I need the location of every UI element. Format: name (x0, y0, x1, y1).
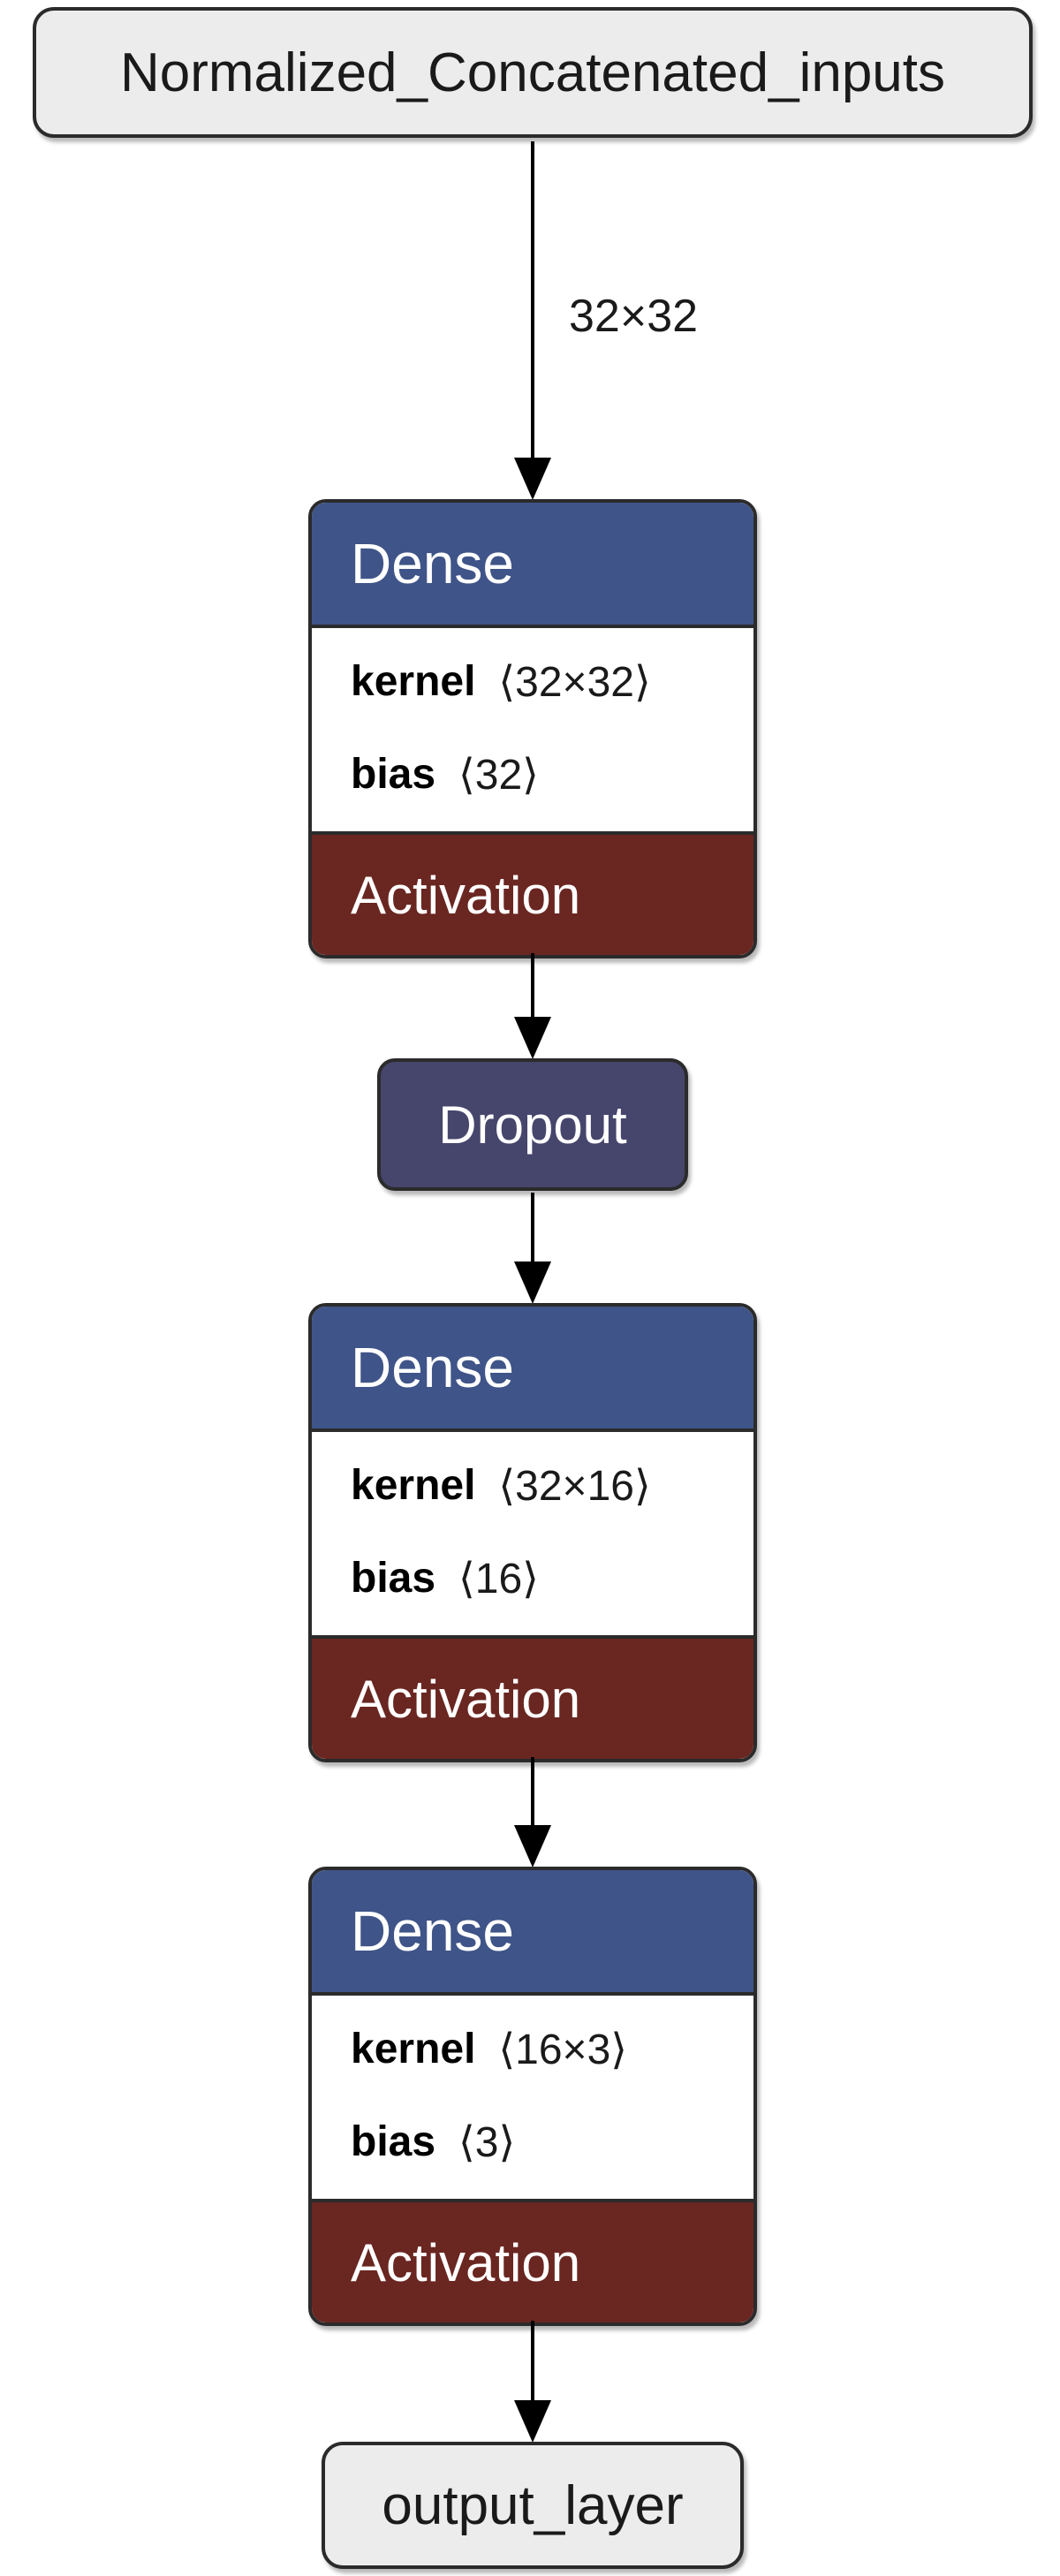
dense-layer-title: Dense (351, 1336, 514, 1399)
param-name: kernel (351, 1462, 476, 1509)
param-shape: ⟨16⟩ (458, 1555, 539, 1602)
param-shape: ⟨32×32⟩ (498, 658, 651, 706)
dense-layer-title: Dense (351, 1899, 514, 1963)
edge-shape-label: 32×32 (569, 291, 699, 342)
dense-layer-header: Dense (312, 1307, 753, 1432)
param-name: kernel (351, 658, 476, 705)
param-name: bias (351, 1555, 436, 1602)
activation-label: Activation (351, 2232, 581, 2292)
param-shape: ⟨16×3⟩ (498, 2026, 627, 2073)
param-name: bias (351, 2118, 436, 2165)
edge-arrow-shaft (531, 1757, 534, 1828)
edge-arrow-shaft (531, 953, 534, 1019)
output-node[interactable]: output_layer (322, 2442, 744, 2569)
param-row-bias: bias ⟨3⟩ (351, 2095, 753, 2188)
param-shape: ⟨32⟩ (458, 751, 539, 799)
param-row-kernel: kernel ⟨32×32⟩ (351, 635, 753, 728)
arrowhead-down-icon (514, 1017, 551, 1059)
dense-layer-1[interactable]: Dense kernel ⟨32×32⟩ bias ⟨32⟩ Activatio… (308, 499, 757, 958)
dense-layer-title: Dense (351, 532, 514, 595)
edge-arrow-shaft (531, 141, 534, 461)
activation-label: Activation (351, 1669, 581, 1729)
arrowhead-down-icon (514, 1261, 551, 1304)
arrowhead-down-icon (514, 1825, 551, 1868)
edge-arrow-shaft (531, 2321, 534, 2402)
edge-arrow-shaft (531, 1193, 534, 1263)
dense-layer-header: Dense (312, 1870, 753, 1996)
dense-layer-params: kernel ⟨16×3⟩ bias ⟨3⟩ (312, 1996, 753, 2202)
param-name: bias (351, 751, 436, 798)
input-node[interactable]: Normalized_Concatenated_inputs (33, 7, 1033, 138)
dense-layer-2[interactable]: Dense kernel ⟨32×16⟩ bias ⟨16⟩ Activatio… (308, 1303, 757, 1762)
param-row-bias: bias ⟨16⟩ (351, 1532, 753, 1625)
activation-label: Activation (351, 865, 581, 925)
dropout-node[interactable]: Dropout (377, 1058, 688, 1191)
param-shape: ⟨3⟩ (458, 2118, 516, 2166)
activation-footer: Activation (312, 2202, 753, 2322)
param-row-bias: bias ⟨32⟩ (351, 728, 753, 821)
param-row-kernel: kernel ⟨16×3⟩ (351, 2003, 753, 2095)
dense-layer-header: Dense (312, 503, 753, 628)
dense-layer-3[interactable]: Dense kernel ⟨16×3⟩ bias ⟨3⟩ Activation (308, 1867, 757, 2326)
arrowhead-down-icon (514, 2400, 551, 2443)
param-row-kernel: kernel ⟨32×16⟩ (351, 1439, 753, 1532)
arrowhead-down-icon (514, 458, 551, 500)
dropout-label: Dropout (438, 1095, 627, 1155)
input-node-label: Normalized_Concatenated_inputs (119, 42, 946, 103)
param-name: kernel (351, 2026, 476, 2072)
output-node-label: output_layer (382, 2474, 684, 2536)
param-shape: ⟨32×16⟩ (498, 1462, 651, 1510)
dense-layer-params: kernel ⟨32×32⟩ bias ⟨32⟩ (312, 628, 753, 835)
activation-footer: Activation (312, 835, 753, 955)
dense-layer-params: kernel ⟨32×16⟩ bias ⟨16⟩ (312, 1432, 753, 1639)
activation-footer: Activation (312, 1639, 753, 1759)
